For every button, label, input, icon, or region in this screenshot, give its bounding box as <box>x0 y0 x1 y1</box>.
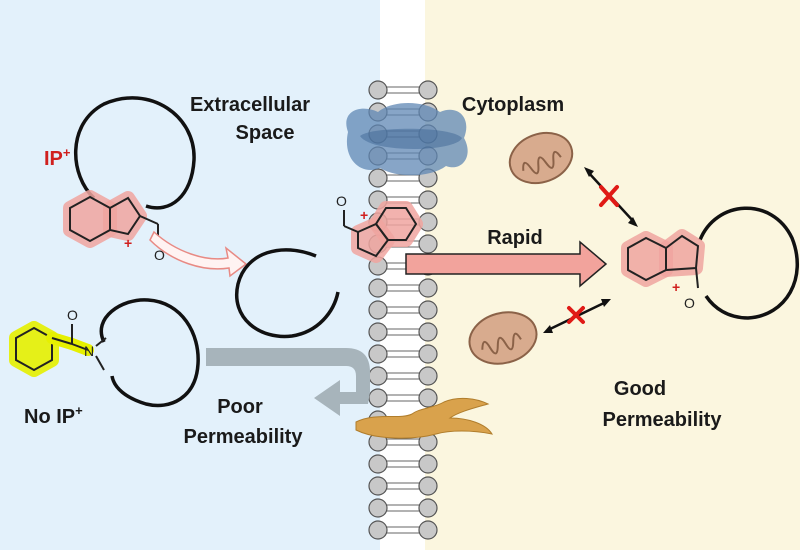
svg-text:O: O <box>67 307 78 323</box>
phospholipid-head <box>418 366 438 386</box>
phospholipid-head <box>418 190 438 210</box>
phospholipid-head <box>418 388 438 408</box>
phospholipid-head <box>368 498 388 518</box>
phospholipid-head <box>368 476 388 496</box>
svg-text:N: N <box>84 343 94 359</box>
ip-macrocycle-cytoplasm: O + <box>621 206 799 320</box>
phospholipid-head <box>418 234 438 254</box>
phospholipid-head <box>368 278 388 298</box>
svg-text:O: O <box>336 193 347 209</box>
phospholipid-head <box>368 454 388 474</box>
phospholipid-head <box>368 366 388 386</box>
transporter-protein <box>346 103 468 176</box>
phospholipid-head <box>418 476 438 496</box>
label-no-ip: No IP+ <box>24 403 83 428</box>
phospholipid-head <box>418 520 438 540</box>
phospholipid-head <box>418 300 438 320</box>
label-extracellular: Extracellular <box>189 94 311 116</box>
phospholipid-head <box>418 322 438 342</box>
svg-text:O: O <box>684 295 695 311</box>
label-good-permeability: Permeability <box>602 409 722 431</box>
phospholipid-head <box>418 498 438 518</box>
svg-text:+: + <box>360 207 368 223</box>
phospholipid-head <box>418 344 438 364</box>
label-cytoplasm: Cytoplasm <box>461 94 565 116</box>
svg-text:O: O <box>154 247 165 263</box>
phospholipid-head <box>418 80 438 100</box>
ip-macrocycle-extracellular: O + <box>63 96 196 263</box>
membrane-region <box>380 0 425 550</box>
label-ip: IP+ <box>44 145 71 170</box>
ip-macrocycle-membrane: O + <box>234 193 423 339</box>
phospholipid-head <box>418 278 438 298</box>
phospholipid-head <box>368 344 388 364</box>
mitochondrion-bottom <box>468 311 538 365</box>
label-rapid: Rapid <box>487 227 543 249</box>
cytoplasm-region <box>425 0 800 550</box>
phospholipid-head <box>368 388 388 408</box>
label-space: Space <box>235 122 295 144</box>
svg-text:+: + <box>124 235 132 251</box>
mitochondrion-top <box>508 131 574 185</box>
label-poor: Poor <box>217 396 263 418</box>
phospholipid-head <box>368 300 388 320</box>
blocked-arrow-bottom <box>543 299 611 333</box>
phospholipid-head <box>368 322 388 342</box>
no-ip-superscript: + <box>75 403 83 418</box>
label-good: Good <box>613 378 667 400</box>
translocation-arrow-icon <box>149 230 248 278</box>
phospholipid-head <box>418 454 438 474</box>
poor-permeability-arrow-icon <box>206 348 370 416</box>
receptor-protein <box>355 397 494 439</box>
ip-superscript: + <box>62 145 71 160</box>
label-poor-permeability: Permeability <box>183 426 303 448</box>
phospholipid-head <box>368 520 388 540</box>
rapid-arrow-icon <box>405 240 608 288</box>
blocked-arrow-top <box>584 167 638 227</box>
extracellular-region <box>0 0 380 550</box>
non-ip-macrocycle: O N <box>9 298 200 408</box>
svg-text:+: + <box>672 279 680 295</box>
phospholipid-head <box>368 168 388 188</box>
phospholipid-head <box>368 80 388 100</box>
